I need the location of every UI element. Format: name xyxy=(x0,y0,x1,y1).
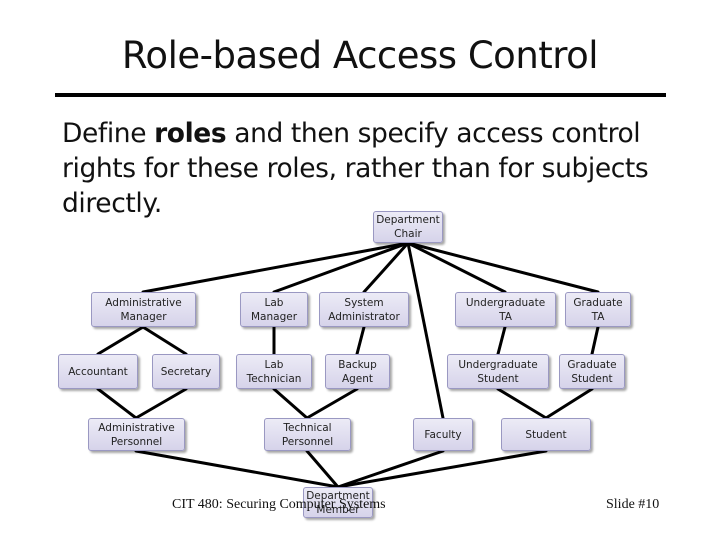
node-system-administrator: System Administrator xyxy=(319,292,409,327)
connector-line xyxy=(544,387,594,420)
connector-line xyxy=(496,387,548,420)
connector-line xyxy=(336,449,548,489)
node-department-chair: Department Chair xyxy=(373,211,443,243)
slide-title: Role-based Access Control xyxy=(121,34,599,77)
connector-line xyxy=(272,241,410,294)
connector-line xyxy=(305,387,359,420)
node-undergraduate-student: Undergraduate Student xyxy=(447,354,549,389)
connector-line xyxy=(141,241,410,294)
connector-line xyxy=(362,241,410,294)
node-student: Student xyxy=(501,418,591,451)
node-administrative-manager: Administrative Manager xyxy=(91,292,196,327)
node-administrative-personnel: Administrative Personnel xyxy=(88,418,185,451)
node-backup-agent: Backup Agent xyxy=(325,354,390,389)
body-text-start: Define xyxy=(62,118,155,149)
connector-line xyxy=(272,387,309,420)
connector-line xyxy=(305,449,340,489)
connector-line xyxy=(134,387,188,420)
node-department-member: Department Member xyxy=(303,487,373,518)
slide-number: Slide #10 xyxy=(606,497,660,512)
connector-line xyxy=(406,241,445,420)
node-lab-manager: Lab Manager xyxy=(240,292,308,327)
slide-footer-course: CIT 480: Securing Computer Systems xyxy=(172,497,386,512)
title-divider xyxy=(55,93,666,97)
node-graduate-ta: Graduate TA xyxy=(565,292,631,327)
node-lab-technician: Lab Technician xyxy=(236,354,312,389)
connector-line xyxy=(406,241,600,294)
node-faculty: Faculty xyxy=(413,418,473,451)
connector-line xyxy=(96,325,145,356)
node-secretary: Secretary xyxy=(152,354,220,389)
connector-line xyxy=(336,449,445,489)
connector-line xyxy=(141,325,188,356)
body-text-emphasis: roles xyxy=(154,118,227,149)
node-undergraduate-ta: Undergraduate TA xyxy=(455,292,556,327)
body-text-rest: and then specify access control rights f… xyxy=(62,118,649,219)
connector-line xyxy=(496,325,507,356)
connector-line xyxy=(406,241,507,294)
node-graduate-student: Graduate Student xyxy=(559,354,625,389)
node-technical-personnel: Technical Personnel xyxy=(264,418,351,451)
connector-line xyxy=(134,449,340,489)
slide-body-text: Define roles and then specify access con… xyxy=(62,116,682,221)
node-accountant: Accountant xyxy=(58,354,138,389)
connector-line xyxy=(355,325,366,356)
connector-line xyxy=(96,387,138,420)
connector-line xyxy=(590,325,600,356)
